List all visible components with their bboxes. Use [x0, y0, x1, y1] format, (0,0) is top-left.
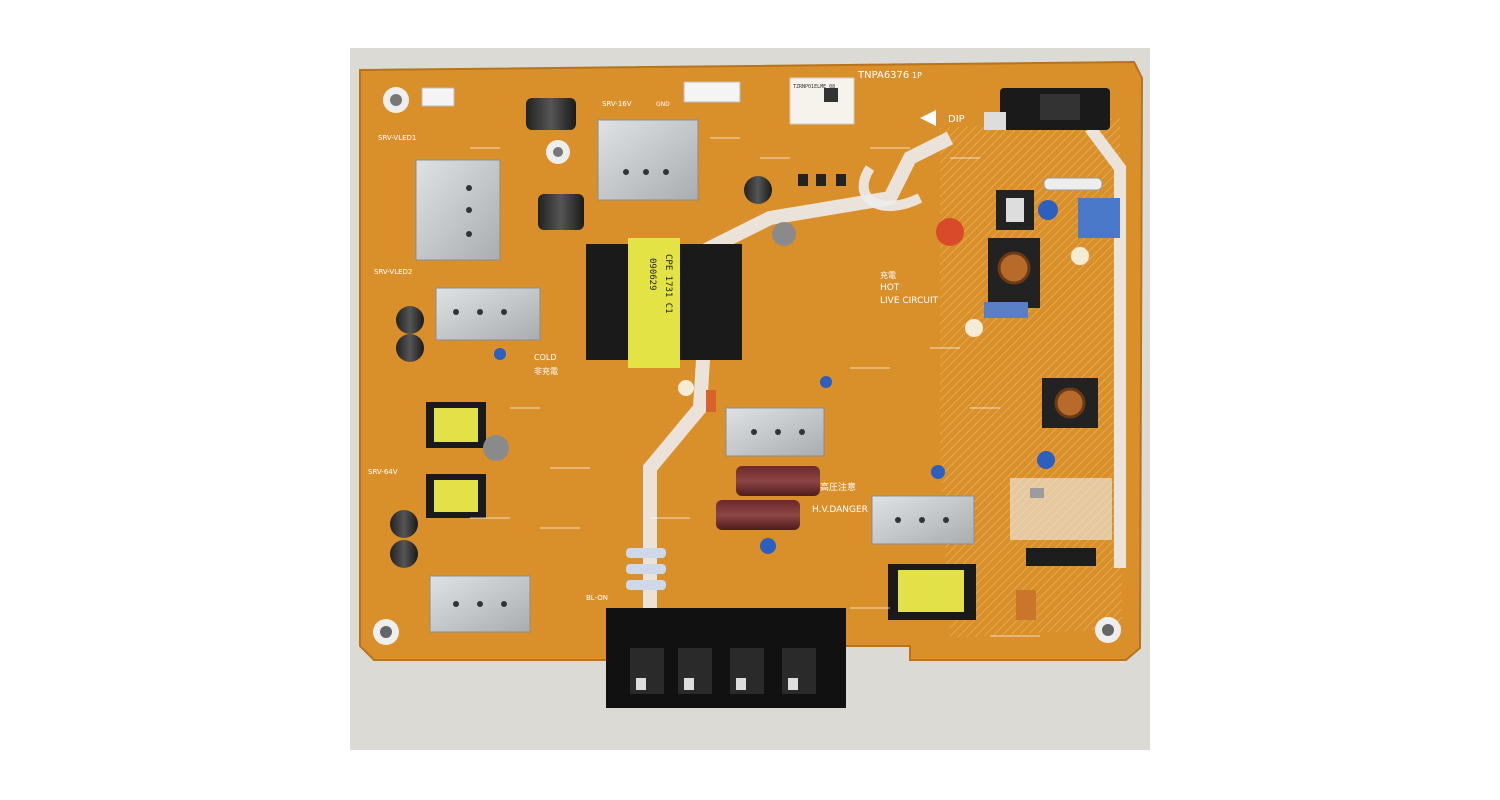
label-live-circuit: LIVE CIRCUIT: [880, 296, 939, 306]
resistor-orange: [706, 390, 716, 412]
transformer-code-2: CPE 1731 C1: [663, 254, 673, 314]
common-mode-choke-1: [988, 238, 1040, 308]
blue-cap-2: [1037, 451, 1055, 469]
transistor-3: [836, 174, 846, 186]
main-transformer: 090629 CPE 1731 C1: [586, 238, 742, 368]
transformer-bottom-right: [888, 564, 976, 620]
common-mode-choke-2: [1042, 378, 1098, 428]
pcb-photo: 090629 CPE 1731 C1: [350, 48, 1150, 750]
capacitor-left-3: [390, 510, 418, 538]
mounting-hole-center: [546, 140, 570, 164]
label-hv-danger: H.V.DANGER: [812, 505, 868, 515]
heatsink-left-bottom: [429, 575, 531, 633]
transformer-code-1: 090629: [647, 258, 657, 291]
mounting-hole-top-left: [383, 87, 409, 113]
capacitor-left-1: [396, 306, 424, 334]
capacitor-left-4: [390, 540, 418, 568]
resistor-3: [626, 580, 666, 590]
transistor-1: [798, 174, 808, 186]
blue-cap-3: [760, 538, 776, 554]
pcb-photo-canvas: 090629 CPE 1731 C1: [350, 48, 1150, 750]
sticker-text: TZRNP01ELME 08: [793, 84, 835, 90]
blue-cap-6: [494, 348, 506, 360]
transformer-left-1: [426, 402, 486, 448]
heatsink-left-top: [415, 159, 501, 261]
blue-cap-5: [820, 376, 832, 388]
label-srv-vled1: SRV-VLED1: [378, 134, 416, 142]
film-cap-orange: [1016, 590, 1036, 620]
dip-arrow-icon: [920, 110, 936, 126]
output-connector-main: [606, 608, 846, 708]
isolation-boundary-right: [1085, 124, 1126, 568]
capacitor-hv-1: [736, 466, 820, 496]
label-bl-on: BL-ON: [586, 594, 608, 602]
capacitor-top-1: [526, 98, 576, 130]
x-capacitor: [1078, 198, 1120, 238]
thermistor-3: [1071, 247, 1089, 265]
blue-cap-4: [931, 465, 945, 479]
label-srv-64v: SRV-64V: [368, 468, 398, 476]
isolation-curve: [858, 165, 923, 212]
transformer-left-2: [426, 474, 486, 518]
varistor-red: [936, 218, 964, 246]
label-srv-16v: SRV-16V: [602, 100, 632, 108]
label-srv-vled2: SRV-VLED2: [374, 268, 412, 276]
capacitor-left-2: [396, 334, 424, 362]
thermistor-2: [965, 319, 983, 337]
transistor-2: [816, 174, 826, 186]
capacitor-center-top: [744, 176, 772, 204]
x-capacitor-2: [984, 302, 1028, 318]
resistor-1: [626, 548, 666, 558]
choke-top-right: [996, 190, 1034, 230]
silk-box-right: [1010, 478, 1112, 540]
resistor-2: [626, 564, 666, 574]
heatsink-center: [725, 407, 825, 457]
silkscreen-markings: [470, 137, 1040, 637]
connector-top-left: [421, 87, 455, 107]
heatsink-right: [871, 495, 975, 545]
mounting-hole-bottom-left: [373, 619, 399, 645]
label-cold-jp: 非充電: [534, 366, 558, 376]
label-hot-jp: 充電: [880, 270, 896, 280]
capacitor-top-2: [538, 194, 584, 230]
ac-inlet-connector: [984, 88, 1110, 130]
heatsink-left-middle: [435, 287, 541, 341]
label-gnd: GND: [656, 101, 670, 108]
fuse: [1043, 177, 1103, 191]
thermistor-1: [678, 380, 694, 396]
capacitor-hv-2: [716, 500, 800, 530]
mounting-hole-bottom-right: [1095, 617, 1121, 643]
label-dip: DIP: [948, 114, 965, 125]
label-hv-jp: 高圧注意: [820, 481, 856, 493]
capacitor-left-5: [483, 435, 509, 461]
heatsink-top-center: [597, 119, 699, 201]
label-model-suffix: 1P: [912, 71, 922, 80]
barcode-sticker: TZRNP01ELME 08: [789, 77, 855, 125]
blue-cap-1: [1038, 200, 1058, 220]
connector-top-center: [683, 81, 741, 103]
isolation-boundary: [643, 131, 954, 688]
connector-bottom-right: [1026, 548, 1096, 566]
label-cold: COLD: [534, 353, 557, 362]
label-model: TNPA6376: [857, 70, 909, 81]
capacitor-center-small: [772, 222, 796, 246]
label-hot: HOT: [880, 283, 900, 293]
